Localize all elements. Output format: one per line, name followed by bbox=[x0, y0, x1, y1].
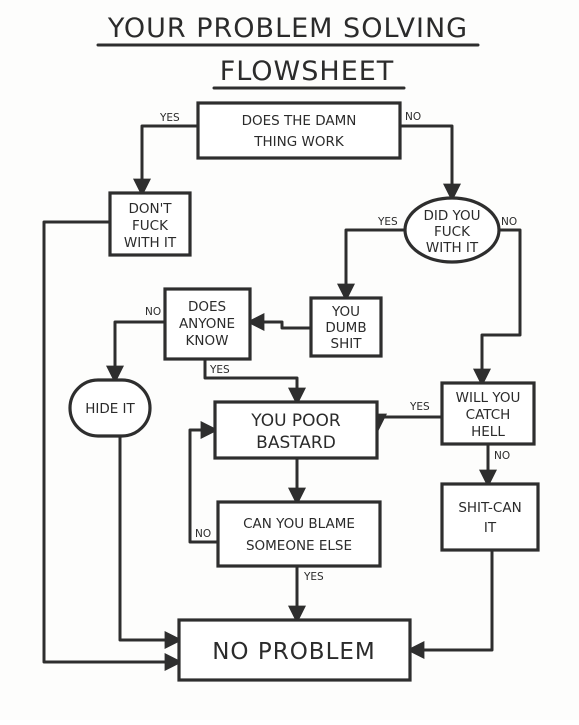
node-line: FUCK bbox=[434, 224, 471, 240]
node-box bbox=[177, 618, 412, 682]
node-shit-can-it: SHIT-CAN IT bbox=[440, 482, 540, 552]
node-you-poor-bastard: YOU POOR BASTARD bbox=[213, 400, 379, 460]
label-blame-yes: YES bbox=[303, 571, 324, 583]
edge-know-yes bbox=[203, 357, 306, 406]
node-box bbox=[440, 482, 540, 552]
edge-fuck-no bbox=[473, 228, 522, 387]
label-fuck-no: NO bbox=[501, 216, 517, 228]
node-line: SHIT bbox=[331, 336, 363, 352]
node-line: WILL YOU bbox=[456, 390, 521, 406]
label-know-no: NO bbox=[145, 306, 161, 318]
node-line: IT bbox=[484, 520, 497, 536]
node-line: DID YOU bbox=[423, 208, 480, 224]
title-line-1: YOUR PROBLEM SOLVING bbox=[107, 13, 468, 44]
node-hide-it: HIDE IT bbox=[68, 378, 152, 438]
title-line-2: FLOWSHEET bbox=[220, 56, 395, 87]
flow-edges bbox=[42, 124, 522, 671]
node-box bbox=[196, 101, 402, 160]
label-fuck-yes: YES bbox=[377, 216, 398, 228]
node-line: ANYONE bbox=[179, 316, 235, 332]
node-line: FUCK bbox=[132, 218, 169, 234]
node-line: THING WORK bbox=[253, 134, 345, 150]
edge-work-yes bbox=[133, 124, 200, 197]
node-no-problem: NO PROBLEM bbox=[177, 618, 412, 682]
node-ellipse bbox=[403, 196, 501, 264]
label-blame-no: NO bbox=[195, 528, 211, 540]
node-line: DON'T bbox=[128, 201, 172, 217]
edge-blame-no bbox=[188, 421, 220, 544]
node-you-dumb-shit: YOU DUMB SHIT bbox=[309, 296, 383, 358]
node-line: YOU bbox=[331, 304, 360, 320]
label-work-no: NO bbox=[405, 111, 421, 123]
node-line: BASTARD bbox=[256, 433, 336, 453]
node-line: HELL bbox=[471, 424, 505, 440]
node-line: SOMEONE ELSE bbox=[246, 538, 352, 554]
node-does-it-work: DOES THE DAMN THING WORK bbox=[196, 101, 402, 160]
node-box bbox=[213, 400, 379, 460]
node-box bbox=[216, 500, 382, 568]
label-know-yes: YES bbox=[209, 364, 230, 376]
node-line: CAN YOU BLAME bbox=[243, 516, 355, 532]
node-line: YOU POOR bbox=[250, 411, 341, 431]
node-box bbox=[440, 381, 536, 446]
edge-fuck-yes bbox=[337, 228, 407, 302]
node-pill bbox=[68, 378, 152, 438]
label-hell-yes: YES bbox=[409, 401, 430, 413]
node-line: NO PROBLEM bbox=[212, 639, 376, 665]
node-line: SHIT-CAN bbox=[458, 500, 521, 516]
edge-dumbshit-to-know bbox=[246, 313, 313, 331]
node-line: WITH IT bbox=[124, 235, 177, 251]
node-box bbox=[309, 296, 383, 358]
label-hell-no: NO bbox=[494, 450, 510, 462]
node-does-anyone-know: DOES ANYONE KNOW bbox=[163, 287, 252, 361]
edge-shitcan-to-noproblem bbox=[406, 548, 494, 659]
edge-know-no bbox=[106, 320, 167, 384]
edge-hideit-to-noproblem bbox=[118, 434, 183, 649]
node-line: CATCH bbox=[466, 407, 511, 423]
node-line: DOES THE DAMN bbox=[242, 113, 357, 129]
node-box bbox=[163, 287, 252, 361]
node-line: HIDE IT bbox=[85, 401, 135, 417]
label-work-yes: YES bbox=[159, 112, 180, 124]
edge-labels: YES NO YES NO NO YES YES NO NO YES bbox=[145, 111, 517, 583]
node-line: KNOW bbox=[186, 333, 229, 349]
node-line: DUMB bbox=[325, 320, 366, 336]
node-can-you-blame-someone-else: CAN YOU BLAME SOMEONE ELSE bbox=[216, 500, 382, 568]
node-box bbox=[108, 191, 192, 257]
node-did-you-fuck-with-it: DID YOU FUCK WITH IT bbox=[403, 196, 501, 264]
node-line: DOES bbox=[188, 299, 226, 315]
edge-hell-yes bbox=[369, 413, 444, 432]
edge-dontfuck-to-noproblem bbox=[42, 220, 183, 671]
node-will-you-catch-hell: WILL YOU CATCH HELL bbox=[440, 381, 536, 446]
node-dont-fuck-with-it: DON'T FUCK WITH IT bbox=[108, 191, 192, 257]
edge-work-no bbox=[398, 124, 461, 202]
node-line: WITH IT bbox=[426, 240, 479, 256]
